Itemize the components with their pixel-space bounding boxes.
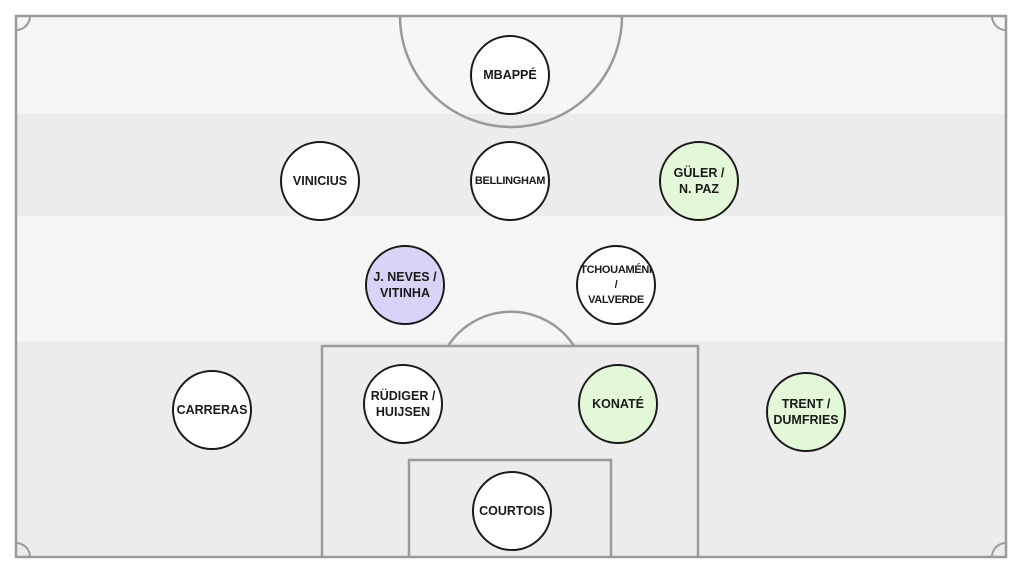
corner-arc: [991, 542, 1007, 558]
goal-box: [407, 458, 613, 557]
player-name: CARRERAS: [176, 403, 248, 417]
player-name: VINICIUS: [292, 174, 348, 188]
pitch-boundary: [14, 14, 1008, 559]
penalty-arc: [446, 310, 576, 347]
player-vinicius[interactable]: VINICIUS: [280, 141, 360, 221]
player-name: RÜDIGER / HUIJSEN: [370, 389, 436, 419]
corner-arc: [15, 15, 31, 31]
player-courtois[interactable]: COURTOIS: [472, 471, 552, 551]
player-bellingham[interactable]: BELLINGHAM: [470, 141, 550, 221]
player-tchouameni-valverde[interactable]: TCHOUAMÉNI / VALVERDE: [576, 245, 656, 325]
player-name: TRENT / DUMFRIES: [773, 397, 839, 427]
player-rudiger-huijsen[interactable]: RÜDIGER / HUIJSEN: [363, 364, 443, 444]
corner-arc: [991, 15, 1007, 31]
player-guler-npaz[interactable]: GÜLER / N. PAZ: [659, 141, 739, 221]
player-name: MBAPPÉ: [483, 68, 537, 82]
player-carreras[interactable]: CARRERAS: [172, 370, 252, 450]
center-circle: [398, 15, 624, 129]
player-name: BELLINGHAM: [474, 174, 546, 187]
player-name: KONATÉ: [592, 397, 644, 411]
player-name: COURTOIS: [479, 504, 545, 518]
player-mbappe[interactable]: MBAPPÉ: [470, 35, 550, 115]
player-name: J. NEVES / VITINHA: [373, 270, 437, 300]
corner-arc: [15, 542, 31, 558]
player-trent-dumfries[interactable]: TRENT / DUMFRIES: [766, 372, 846, 452]
pitch-stripe: [16, 216, 1006, 342]
player-name: GÜLER / N. PAZ: [673, 166, 725, 196]
player-jneves-vitinha[interactable]: J. NEVES / VITINHA: [365, 245, 445, 325]
penalty-box: [320, 344, 700, 557]
player-name: TCHOUAMÉNI / VALVERDE: [580, 263, 652, 306]
player-konate[interactable]: KONATÉ: [578, 364, 658, 444]
